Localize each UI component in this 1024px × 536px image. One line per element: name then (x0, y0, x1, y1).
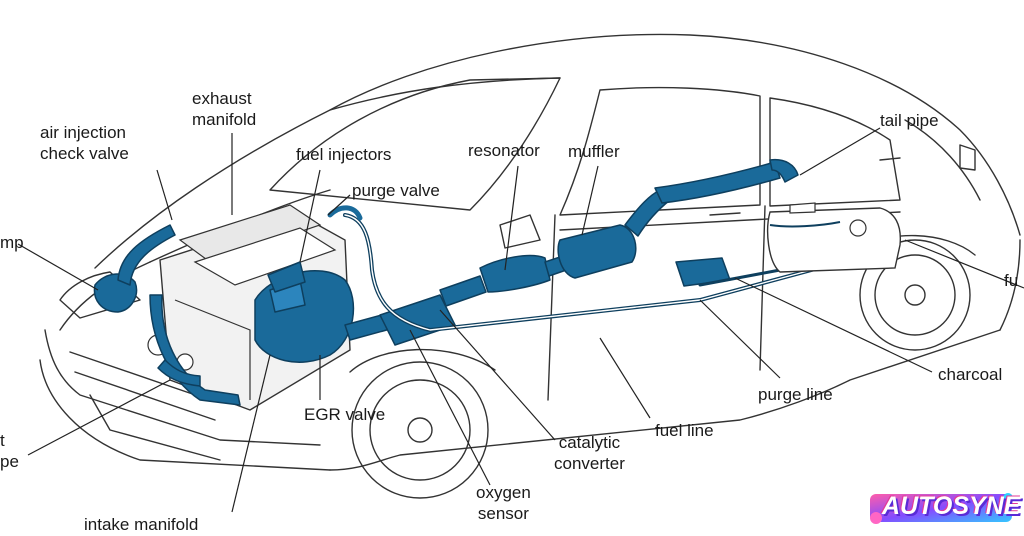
label-exhaust-manifold: exhaust manifold (192, 88, 256, 130)
label-fuel-injectors: fuel injectors (296, 145, 392, 164)
label-catalytic-converter: catalytic converter (554, 432, 625, 474)
label-text: catalytic converter (554, 433, 625, 473)
label-text: air injection check valve (40, 123, 129, 163)
label-purge-valve: purge valve (352, 181, 440, 200)
brand-swoosh (870, 493, 1013, 524)
label-text: oxygen sensor (476, 483, 531, 523)
label-left-partial: t pe (0, 430, 19, 472)
label-purge-line: purge line (758, 385, 833, 404)
label-tail-pipe: tail pipe (880, 111, 939, 130)
leader-lines (17, 127, 1024, 513)
label-resonator: resonator (468, 141, 540, 160)
label-oxygen-sensor: oxygen sensor (476, 482, 531, 524)
label-intake-manifold: intake manifold (84, 515, 199, 534)
brand-logo: AUTOSYNE (866, 488, 1020, 528)
label-fuel-line: fuel line (655, 421, 714, 440)
emission-components (93, 158, 799, 406)
fuel-tank (767, 202, 902, 273)
label-pump-partial: mp (0, 233, 24, 252)
label-air-injection-check-valve: air injection check valve (40, 122, 129, 164)
label-muffler: muffler (568, 142, 620, 161)
brand-name: AUTOSYNE (882, 492, 1021, 520)
label-fuel-tank-partial: fu (1004, 271, 1019, 290)
label-charcoal: charcoal (938, 365, 1003, 384)
label-text: exhaust manifold (192, 89, 257, 129)
label-egr-valve: EGR valve (304, 405, 386, 424)
label-text: t pe (0, 431, 19, 471)
